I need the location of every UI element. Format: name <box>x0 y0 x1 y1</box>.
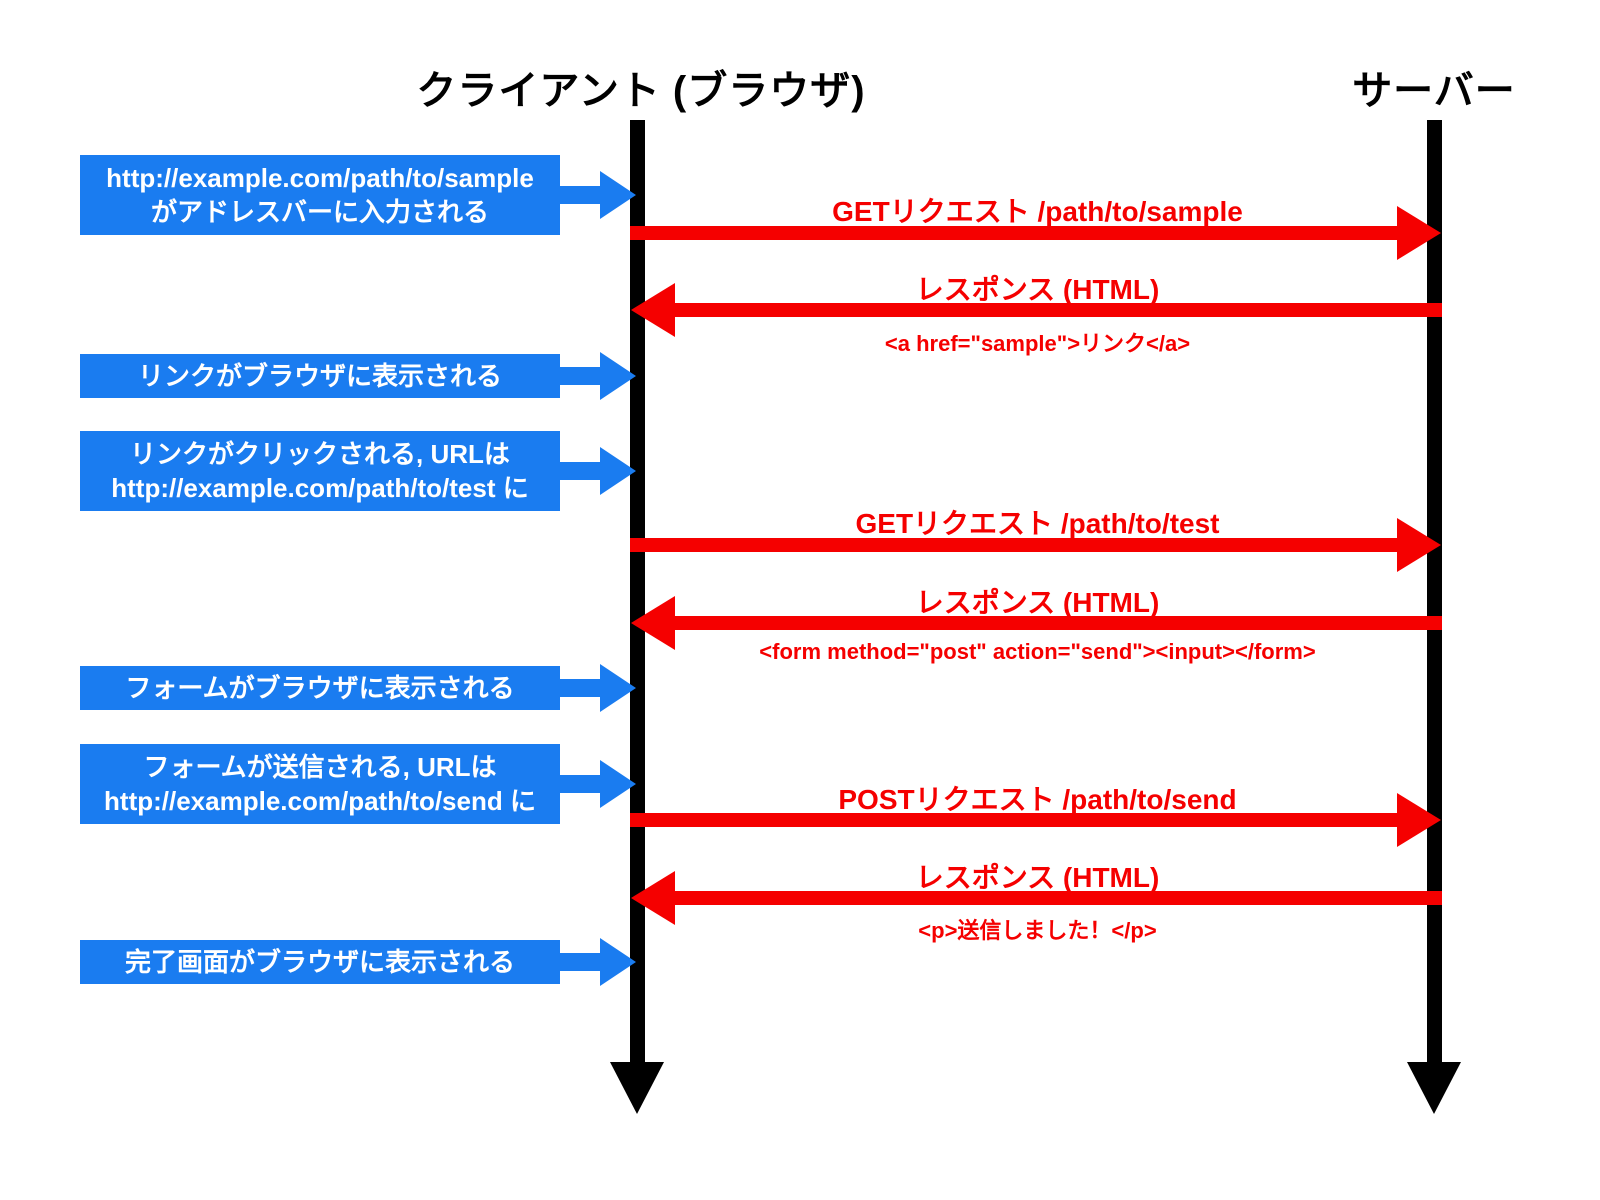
message-label: GETリクエスト /path/to/sample <box>832 196 1243 227</box>
event-arrowhead-icon <box>600 171 636 219</box>
message-label: GETリクエスト /path/to/test <box>855 508 1220 539</box>
server-lifeline-arrowhead-icon <box>1407 1062 1461 1114</box>
message-label: レスポンス (HTML) <box>915 862 1160 893</box>
event-box-line: がアドレスバーに入力される <box>150 197 489 227</box>
event-arrowhead-icon <box>600 447 636 495</box>
event-arrowhead-icon <box>600 938 636 986</box>
event-box-link-shown: リンクがブラウザに表示される <box>80 354 560 398</box>
message-code: <p>送信しました！</p> <box>918 918 1157 943</box>
event-arrow <box>558 679 602 697</box>
event-box-line: http://example.com/path/to/test に <box>111 473 529 503</box>
event-box-line: http://example.com/path/to/send に <box>104 786 536 816</box>
message-arrow <box>630 813 1397 827</box>
client-lane-title: クライアント (ブラウザ) <box>416 69 866 113</box>
client-lifeline-arrowhead-icon <box>610 1062 664 1114</box>
event-arrowhead-icon <box>600 664 636 712</box>
message-arrow <box>630 226 1397 240</box>
message-arrow <box>630 538 1397 552</box>
event-box-line: 完了画面がブラウザに表示される <box>124 947 515 977</box>
event-box-link-clicked: リンクがクリックされる, URLは http://example.com/pat… <box>80 431 560 511</box>
message-label: POSTリクエスト /path/to/send <box>838 784 1237 815</box>
server-lifeline <box>1427 120 1442 1065</box>
message-arrowhead-icon <box>1397 518 1441 572</box>
message-arrow <box>675 303 1442 317</box>
message-arrowhead-icon <box>1397 793 1441 847</box>
event-box-url-entered: http://example.com/path/to/sample がアドレスバ… <box>80 155 560 235</box>
event-arrowhead-icon <box>600 760 636 808</box>
event-box-form-shown: フォームがブラウザに表示される <box>80 666 560 710</box>
event-box-line: リンクがブラウザに表示される <box>137 361 502 391</box>
message-arrowhead-icon <box>631 596 675 650</box>
message-arrow <box>675 616 1442 630</box>
message-arrow <box>675 891 1442 905</box>
message-label: レスポンス (HTML) <box>915 587 1160 618</box>
event-arrowhead-icon <box>600 352 636 400</box>
event-arrow <box>558 775 602 793</box>
event-box-line: http://example.com/path/to/sample <box>106 163 534 193</box>
message-arrowhead-icon <box>631 283 675 337</box>
event-box-line: フォームが送信される, URLは <box>143 752 497 782</box>
message-arrowhead-icon <box>1397 206 1441 260</box>
event-box-form-submitted: フォームが送信される, URLは http://example.com/path… <box>80 744 560 824</box>
event-box-line: リンクがクリックされる, URLは <box>130 439 510 469</box>
event-arrow <box>558 953 602 971</box>
event-box-done-shown: 完了画面がブラウザに表示される <box>80 940 560 984</box>
message-code: <form method="post" action="send"><input… <box>759 639 1316 664</box>
event-arrow <box>558 186 602 204</box>
message-label: レスポンス (HTML) <box>915 274 1160 305</box>
event-box-line: フォームがブラウザに表示される <box>125 673 515 703</box>
server-lane-title: サーバー <box>1352 69 1516 113</box>
event-arrow <box>558 367 602 385</box>
event-arrow <box>558 462 602 480</box>
message-arrowhead-icon <box>631 871 675 925</box>
message-code: <a href="sample">リンク</a> <box>884 331 1191 356</box>
